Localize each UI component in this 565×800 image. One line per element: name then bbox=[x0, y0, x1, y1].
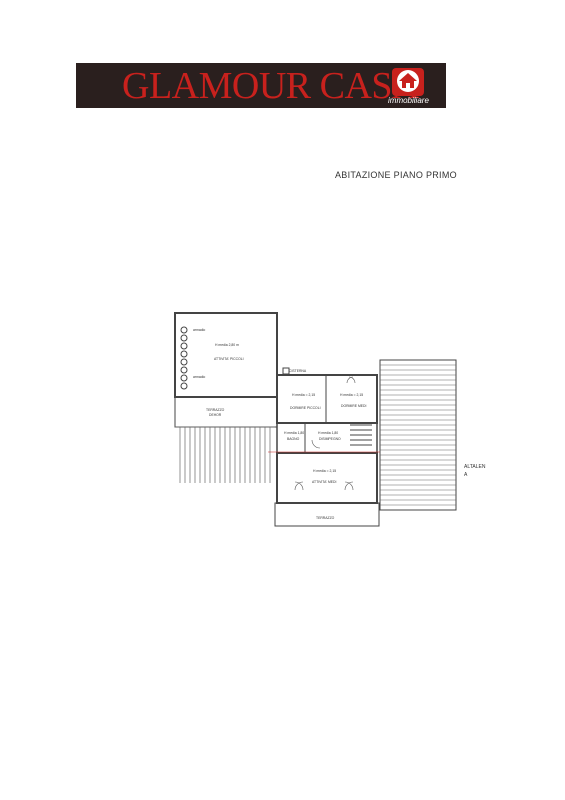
cisterna-box bbox=[282, 367, 290, 375]
label-attivita-height: H media 2,80 m bbox=[215, 343, 239, 347]
wardrobe-marks bbox=[180, 326, 188, 390]
label-altalena-1: ALTALEN bbox=[464, 464, 486, 470]
right-terrace-hatching bbox=[380, 364, 456, 506]
label-terrazzo-bottom: TERRAZZO bbox=[316, 516, 335, 520]
label-cisterna: CISTERNA bbox=[289, 369, 307, 373]
label-altalena-2: A bbox=[464, 472, 468, 478]
label-attivita-medi-height: H media = 2,15 bbox=[313, 469, 336, 473]
house-icon bbox=[392, 68, 424, 96]
page-title: ABITAZIONE PIANO PRIMO bbox=[335, 170, 457, 180]
brand-banner: GLAMOUR CASA immobiliare bbox=[76, 63, 446, 108]
label-disimpegno: DISIMPEGNO bbox=[319, 437, 341, 441]
label-attivita-medi: ATTIVITA' MEDI bbox=[312, 480, 337, 484]
label-terrazzo: TERRAZZO bbox=[206, 408, 225, 412]
label-medi: DORMIRE MEDI bbox=[341, 404, 366, 408]
terrazzo-dehor-outline bbox=[174, 396, 278, 428]
label-armadio-bottom: armadio bbox=[193, 375, 205, 379]
label-attivita: ATTIVITA' PICCOLI bbox=[214, 357, 244, 361]
room-attivita-piccoli-outline bbox=[174, 312, 278, 398]
left-terrace-hatching bbox=[175, 426, 275, 483]
brand-logo-text: GLAMOUR CASA bbox=[122, 65, 419, 107]
label-piccoli-height: H media = 2,15 bbox=[292, 393, 315, 397]
terrazzo-bottom-outline bbox=[274, 502, 380, 527]
stairs bbox=[350, 424, 372, 446]
label-bagno-height: H media 1,80 bbox=[284, 431, 304, 435]
label-bagno: BAGNO bbox=[287, 437, 300, 441]
room-dormire-outline bbox=[276, 374, 378, 424]
label-terrazzo-sub: DEHOR bbox=[209, 413, 222, 417]
label-medi-height: H media = 2,15 bbox=[340, 393, 363, 397]
room-attivita-medi-outline bbox=[276, 452, 378, 504]
label-disimpegno-height: H media 1,80 bbox=[318, 431, 338, 435]
door-swings bbox=[294, 376, 356, 491]
label-armadio-top: armadio bbox=[193, 328, 205, 332]
label-piccoli: DORMIRE PICCOLI bbox=[290, 406, 321, 410]
brand-subtitle: immobiliare bbox=[388, 96, 429, 105]
